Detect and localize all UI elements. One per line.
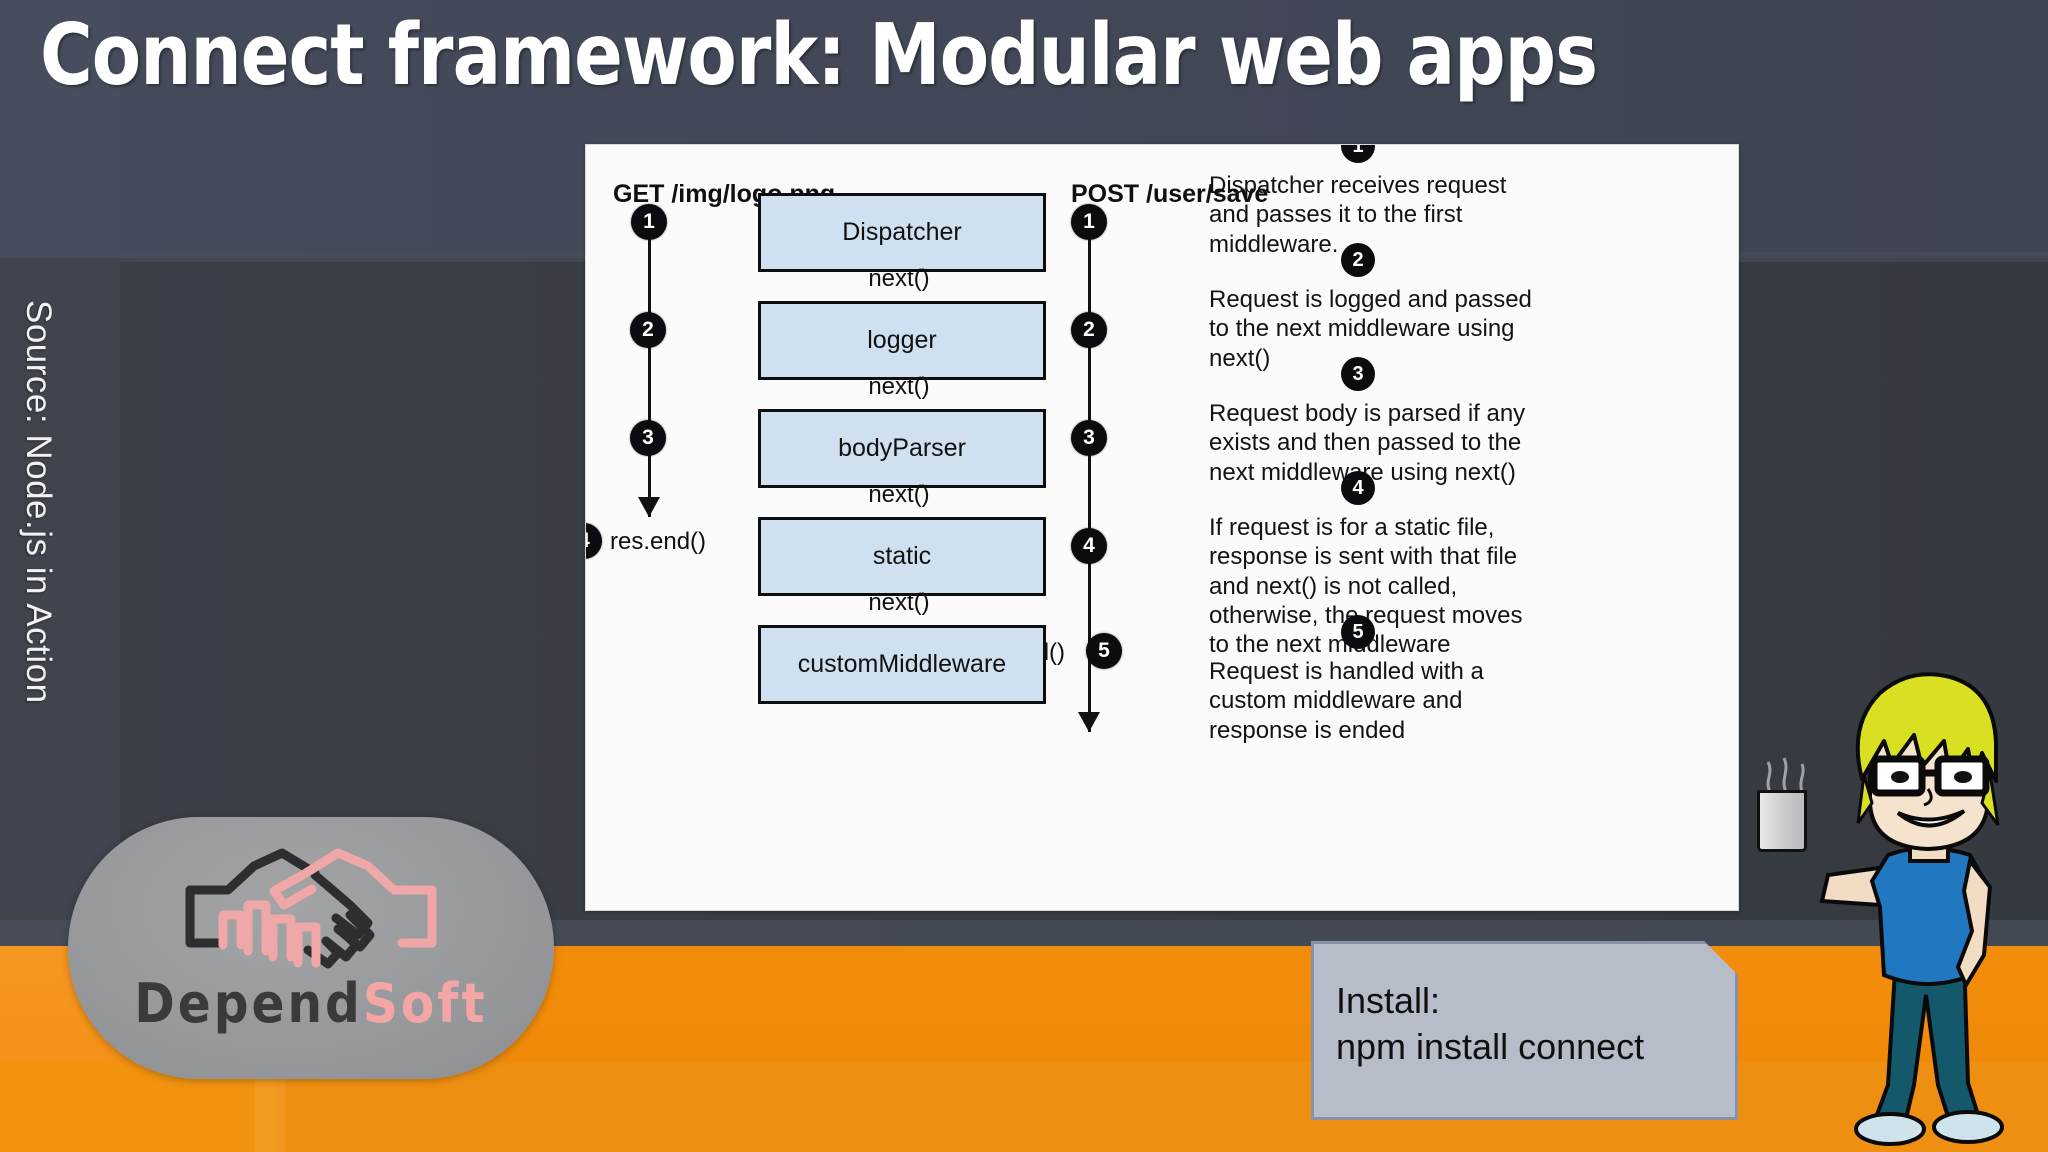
get-flow-badge-1: 1 (631, 204, 667, 240)
dependsoft-logo: DependSoft (68, 817, 554, 1079)
step-text-5: Request is handled with a custom middlew… (1209, 658, 1484, 744)
post-flow-line (1088, 227, 1091, 732)
dependsoft-wordmark: DependSoft (68, 972, 554, 1035)
next-label-3: next() (868, 481, 930, 508)
step-badge-2: 2 (1341, 243, 1375, 277)
post-flow-badge-1: 1 (1071, 204, 1107, 240)
get-flow-arrowhead (638, 497, 660, 517)
step-text-3: Request body is parsed if any exists and… (1209, 400, 1526, 486)
middleware-box-static: static (758, 517, 1046, 596)
step-badge-4: 4 (1341, 471, 1375, 505)
post-flow-arrowhead (1078, 712, 1100, 732)
source-attribution: Source: Node.js in Action (19, 300, 58, 704)
middleware-box-bodyparser: bodyParser (758, 409, 1046, 488)
steam-icon (1766, 757, 1805, 793)
get-flow-badge-4: 4 (586, 523, 602, 559)
step-badge-1: 1 (1341, 145, 1375, 163)
install-callout: Install: npm install connect (1311, 941, 1738, 1120)
step-text-2: Request is logged and passed to the next… (1209, 286, 1532, 372)
slide-title: Connect framework: Modular web apps (40, 6, 1598, 105)
background-left-panel-top (0, 0, 120, 258)
post-flow-badge-3: 3 (1071, 420, 1107, 456)
middleware-box-dispatcher: Dispatcher (758, 193, 1046, 272)
middleware-box-logger: logger (758, 301, 1046, 380)
get-flow-res-end-label: res.end() (610, 528, 707, 555)
step-badge-5: 5 (1341, 615, 1375, 649)
install-label: Install: (1336, 980, 1441, 1021)
handshake-bar-chart-icon (185, 848, 437, 969)
background-left-panel-bottom (0, 258, 120, 948)
post-flow-badge-5: 5 (1086, 633, 1122, 669)
step-text-4: If request is for a static file, respons… (1209, 514, 1523, 659)
install-callout-text: Install: npm install connect (1336, 978, 1726, 1070)
step-badge-3: 3 (1341, 357, 1375, 391)
next-label-1: next() (868, 265, 930, 292)
get-flow-badge-2: 2 (630, 312, 666, 348)
coffee-cup-icon (1757, 790, 1807, 852)
middleware-flow-diagram: GET /img/logo.png POST /user/save 1 2 3 … (585, 144, 1739, 911)
step-text-1: Dispatcher receives request and passes i… (1209, 172, 1507, 258)
logo-word-depend: Depend (134, 972, 363, 1035)
logo-word-soft: Soft (362, 972, 488, 1035)
post-request-label: POST /user/save (1071, 180, 1269, 208)
get-flow-line (648, 227, 651, 517)
post-flow-badge-4: 4 (1071, 528, 1107, 564)
get-flow-badge-3: 3 (630, 420, 666, 456)
post-flow-badge-2: 2 (1071, 312, 1107, 348)
cartoon-developer-illustration (1819, 672, 2004, 1146)
next-label-2: next() (868, 373, 930, 400)
next-label-4: next() (868, 589, 930, 616)
step-explanations: 1 Dispatcher receives request and passes… (1191, 145, 1541, 910)
install-command: npm install connect (1336, 1026, 1645, 1068)
middleware-box-custommiddleware: customMiddleware (758, 625, 1046, 704)
